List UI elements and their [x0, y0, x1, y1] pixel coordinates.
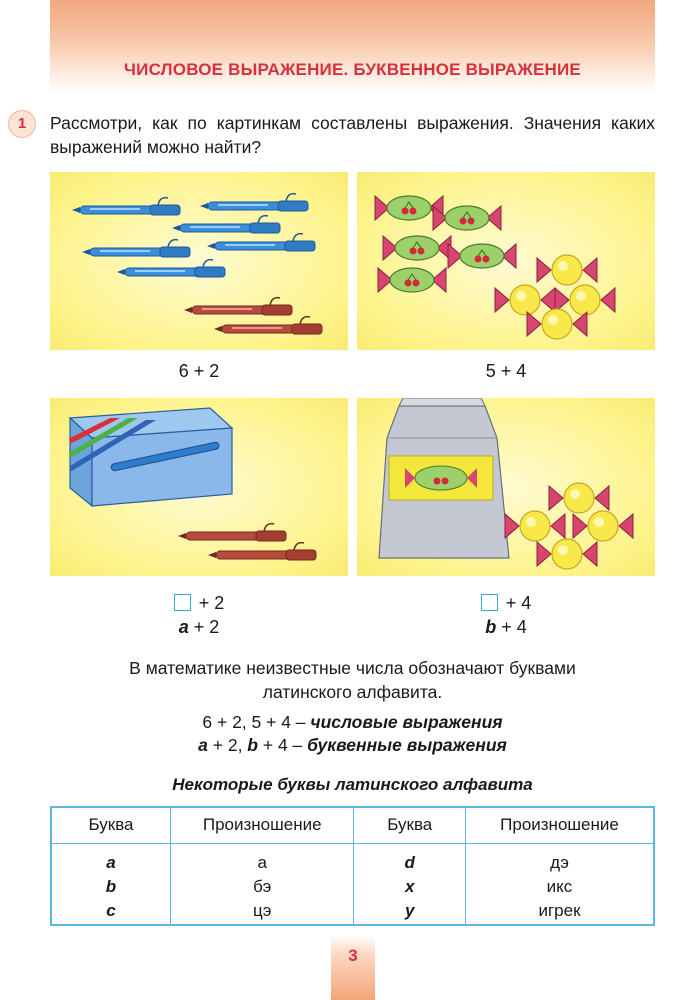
- table-row: a b c а бэ цэ d x y дэ икс игрек: [51, 843, 654, 925]
- pencil-box-illustration: [68, 407, 317, 561]
- header-letter: Буква: [51, 807, 171, 844]
- table-header-row: Буква Произношение Буква Произношение: [51, 807, 654, 844]
- alphabet-table: Буква Произношение Буква Произношение a …: [50, 806, 655, 926]
- empty-square-icon: [173, 594, 191, 611]
- letters-column-2: d x y: [353, 843, 466, 925]
- picture-candies: [357, 172, 655, 350]
- candies-illustration: [374, 195, 616, 340]
- task-number-badge: 1: [8, 110, 36, 138]
- numeric-expressions-example: 6 + 2, 5 + 4 – числовые выражения: [202, 712, 503, 732]
- picture-candy-bag: [357, 398, 655, 576]
- pronunciation-column-2: дэ икс игрек: [538, 852, 581, 920]
- alphabet-table-title: Некоторые буквы латинского алфавита: [172, 775, 533, 794]
- expression-bag-letter: b + 4: [485, 617, 527, 637]
- letter-expressions-example: a + 2, b + 4 – буквенные выражения: [198, 735, 507, 755]
- candy-bag-illustration: [378, 398, 634, 570]
- empty-square-icon: [480, 594, 498, 611]
- pen-in-box: [110, 441, 220, 472]
- header-letter: Буква: [353, 807, 466, 844]
- picture-pencil-box: [50, 398, 348, 576]
- expression-bag-blank: + 4: [357, 593, 655, 614]
- expression-box-blank: + 2: [50, 593, 348, 614]
- header-pronunciation: Произношение: [170, 807, 355, 844]
- pronunciation-column-1: а бэ цэ: [170, 843, 355, 925]
- page-number-tab: [331, 935, 375, 1000]
- page-title: ЧИСЛОВОЕ ВЫРАЖЕНИЕ. БУКВЕННОЕ ВЫРАЖЕНИЕ: [124, 60, 581, 79]
- header-pronunciation: Произношение: [465, 807, 654, 844]
- expression-box-letter: a + 2: [178, 617, 220, 637]
- header-band: [50, 0, 655, 95]
- page-number: 3: [348, 946, 358, 965]
- rule-line-1: В математике неизвестные числа обозначаю…: [129, 658, 576, 678]
- expression-pens: 6 + 2: [178, 361, 220, 381]
- picture-pens: [50, 172, 348, 350]
- rule-line-2: латинского алфавита.: [262, 682, 443, 702]
- letters-column-1: a b c: [51, 843, 171, 925]
- task-text: Рассмотри, как по картинкам составлены в…: [50, 113, 655, 157]
- expression-candies: 5 + 4: [485, 361, 527, 381]
- pens-illustration: [71, 192, 323, 335]
